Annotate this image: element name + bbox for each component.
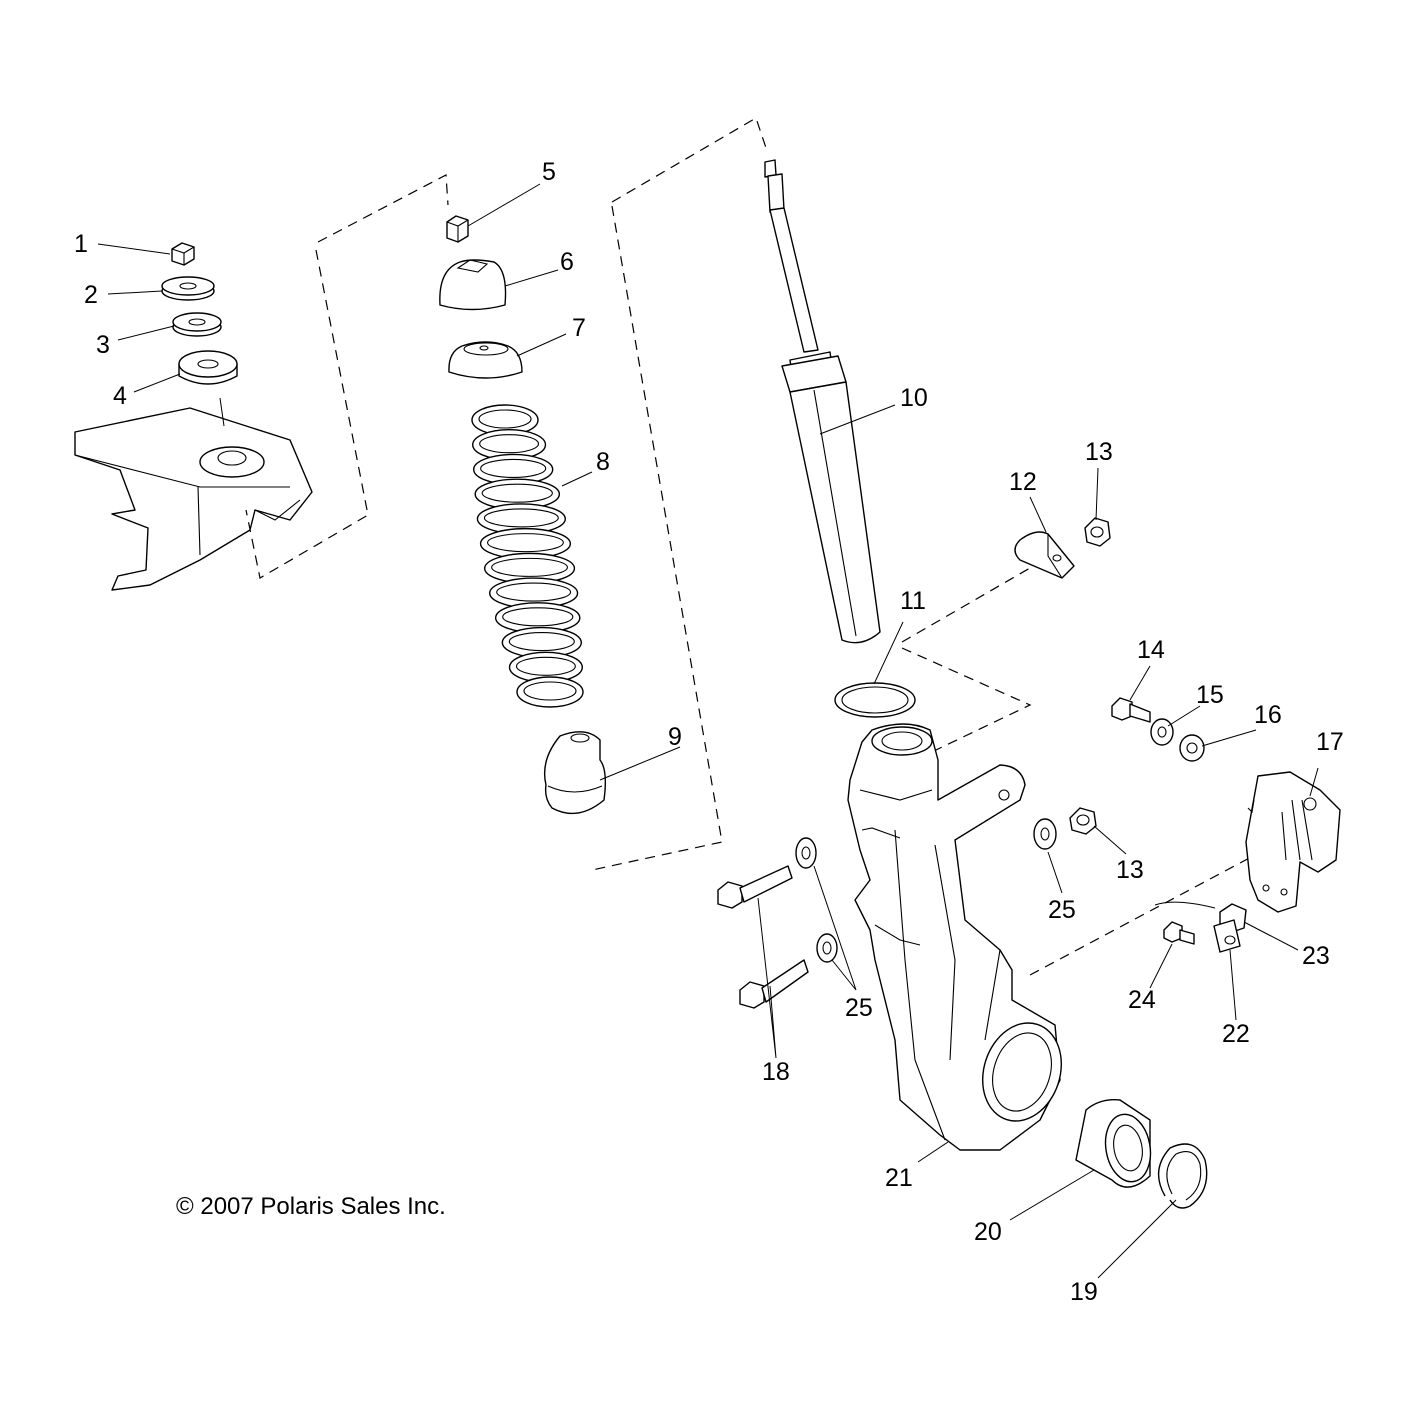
spring-coil-inner	[478, 409, 532, 429]
nut-13-lower	[1069, 807, 1097, 835]
nut-1	[171, 242, 195, 266]
copyright-notice: © 2007 Polaris Sales Inc.	[176, 1193, 446, 1220]
callout-16: 16	[1254, 701, 1282, 729]
spring-coil-inner	[491, 557, 568, 577]
callout-14: 14	[1137, 636, 1165, 664]
dashed-group-middle	[591, 117, 767, 871]
spring-coil-inner	[479, 434, 540, 454]
callout-25-left: 25	[845, 994, 873, 1022]
spring-coil-inner	[481, 483, 553, 503]
spring-coil-inner	[502, 607, 574, 627]
callout-24: 24	[1128, 986, 1156, 1014]
bump-stop-9	[543, 731, 607, 815]
callout-2: 2	[84, 281, 98, 309]
bolt-18-lower	[739, 959, 809, 1009]
callout-25-right: 25	[1048, 896, 1076, 924]
washer-15	[1150, 718, 1174, 746]
dashed-line-caliper	[1029, 854, 1256, 976]
callout-15: 15	[1196, 681, 1224, 709]
callout-23: 23	[1302, 942, 1330, 970]
spring-coil-inner	[508, 631, 575, 652]
spring-coil-inner	[487, 533, 564, 553]
washer-3	[172, 312, 222, 337]
brake-caliper-17	[1245, 771, 1341, 913]
dashed-group-left	[245, 174, 449, 579]
spring-coil-inner	[483, 508, 559, 528]
callout-20: 20	[974, 1218, 1002, 1246]
callout-10: 10	[900, 384, 928, 412]
callout-labels: 1 2 3 4 5 6 7 8 9 10 11 12 13 14 15 16 1…	[74, 158, 1344, 1306]
frame-upper-mount	[74, 407, 313, 591]
bolt-24	[1163, 921, 1195, 945]
callout-13-upper: 13	[1085, 438, 1113, 466]
callout-13-lower: 13	[1116, 856, 1144, 884]
callout-4: 4	[113, 382, 127, 410]
washer-16	[1179, 734, 1205, 762]
bolt-14	[1111, 697, 1151, 723]
bushing-4	[178, 350, 238, 385]
callout-18: 18	[762, 1058, 790, 1086]
clip-12	[1014, 531, 1075, 579]
leader-lines	[97, 183, 1319, 1279]
callout-11: 11	[900, 587, 926, 615]
callout-9: 9	[668, 723, 682, 751]
bolt-18-upper	[717, 865, 793, 909]
callout-1: 1	[74, 230, 88, 258]
spring-coil-inner	[496, 582, 572, 602]
seal-ring-11	[834, 682, 916, 718]
callout-22: 22	[1222, 1020, 1250, 1048]
seat-7	[448, 341, 523, 379]
callout-19: 19	[1070, 1278, 1098, 1306]
spring-coil-inner	[523, 681, 577, 701]
callout-5: 5	[542, 158, 556, 186]
shock-absorber-10	[764, 159, 881, 644]
wheel-bearing-20	[1075, 1099, 1152, 1188]
cap-6	[439, 259, 507, 311]
washer-25-upper-left	[795, 837, 817, 869]
bracket-22	[1213, 919, 1241, 953]
snap-ring-19	[1157, 1143, 1208, 1209]
callout-12: 12	[1009, 468, 1037, 496]
steering-knuckle-21	[847, 723, 1063, 1151]
dashed-line-shock-knuckle	[901, 647, 1032, 761]
spring-coil-inner	[515, 656, 576, 676]
callout-3: 3	[96, 331, 110, 359]
washer-25-right	[1033, 818, 1057, 850]
nut-13-upper	[1084, 517, 1111, 547]
dashed-line-shock-clip	[901, 567, 1031, 643]
callout-17: 17	[1316, 728, 1344, 756]
callout-7: 7	[572, 314, 586, 342]
washer-2	[161, 276, 215, 301]
callout-6: 6	[560, 248, 574, 276]
spring-coil-inner	[480, 458, 547, 479]
nut-5	[446, 215, 469, 243]
callout-21: 21	[885, 1164, 913, 1192]
washer-25-lower-left	[816, 933, 838, 963]
callout-8: 8	[596, 448, 610, 476]
spring-8	[471, 404, 584, 708]
